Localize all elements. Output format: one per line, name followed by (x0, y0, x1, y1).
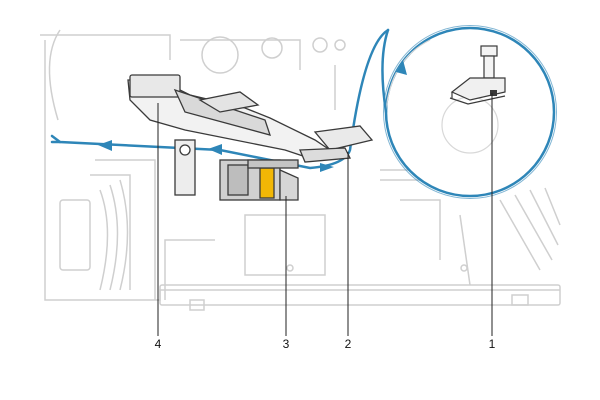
media-path (50, 28, 390, 170)
media-direction-arrows (98, 60, 407, 172)
arrow-roll-top (396, 60, 407, 75)
printer-frame-outline (40, 29, 561, 311)
media-roll (383, 25, 557, 199)
print-mechanism (127, 74, 374, 201)
arrow-path-left (98, 140, 112, 151)
media-supply-hanger (449, 45, 506, 105)
callout-leaders (157, 93, 493, 336)
callout-1: 1 (488, 337, 496, 351)
arrow-path-mid (208, 144, 222, 155)
callout-2: 2 (344, 337, 352, 351)
callout-3: 3 (282, 337, 290, 351)
callout-4: 4 (154, 337, 162, 351)
arrow-path-right (320, 163, 334, 172)
